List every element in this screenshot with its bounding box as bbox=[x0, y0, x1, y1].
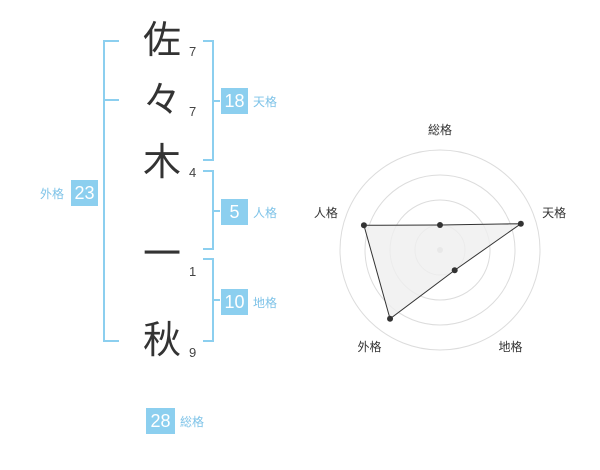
name-char-1: 佐 bbox=[142, 18, 181, 62]
soukaku-label: 総格 bbox=[180, 415, 205, 429]
stroke-count-2: 7 bbox=[189, 104, 197, 119]
stroke-count-4: 1 bbox=[189, 264, 197, 279]
stroke-count-1: 7 bbox=[189, 44, 197, 59]
name-char-2: 々 bbox=[142, 78, 181, 122]
radar-axis-label: 総格 bbox=[428, 122, 452, 137]
radar-axis-label: 人格 bbox=[314, 205, 338, 220]
soukaku-value-badge: 28 bbox=[146, 408, 175, 434]
radar-axis-label: 天格 bbox=[542, 205, 566, 220]
gaikaku-label: 外格 bbox=[40, 187, 65, 201]
tenkaku-bracket-tick bbox=[212, 100, 220, 102]
chikaku-value-badge: 10 bbox=[221, 289, 248, 315]
radar-point bbox=[451, 267, 458, 274]
radar-value-polygon bbox=[363, 223, 523, 320]
radar-point bbox=[360, 222, 367, 229]
radar-ring bbox=[339, 149, 541, 351]
name-char-5: 秋 bbox=[142, 318, 181, 362]
stroke-count-3: 4 bbox=[189, 165, 197, 180]
tenkaku-value-badge: 18 bbox=[221, 88, 248, 114]
radar-axis-label: 外格 bbox=[357, 339, 381, 354]
jinkaku-bracket-tick bbox=[212, 210, 220, 212]
jinkaku-value-badge: 5 bbox=[221, 199, 248, 225]
radar-point bbox=[437, 222, 443, 228]
name-char-3: 木 bbox=[142, 140, 181, 184]
radar-point bbox=[387, 315, 394, 322]
tenkaku-label: 天格 bbox=[253, 95, 278, 109]
jinkaku-label: 人格 bbox=[253, 206, 278, 220]
radar-axis-label: 地格 bbox=[499, 339, 523, 354]
gaikaku-bracket bbox=[103, 40, 119, 342]
chikaku-bracket-tick bbox=[212, 299, 220, 301]
radar-point bbox=[517, 220, 524, 227]
radar-ring bbox=[364, 174, 516, 326]
chikaku-label: 地格 bbox=[253, 296, 278, 310]
gaikaku-bracket-divider bbox=[105, 99, 119, 101]
gaikaku-value-badge: 23 bbox=[71, 180, 98, 206]
stroke-count-5: 9 bbox=[189, 345, 197, 360]
name-char-4: 一 bbox=[142, 232, 181, 276]
